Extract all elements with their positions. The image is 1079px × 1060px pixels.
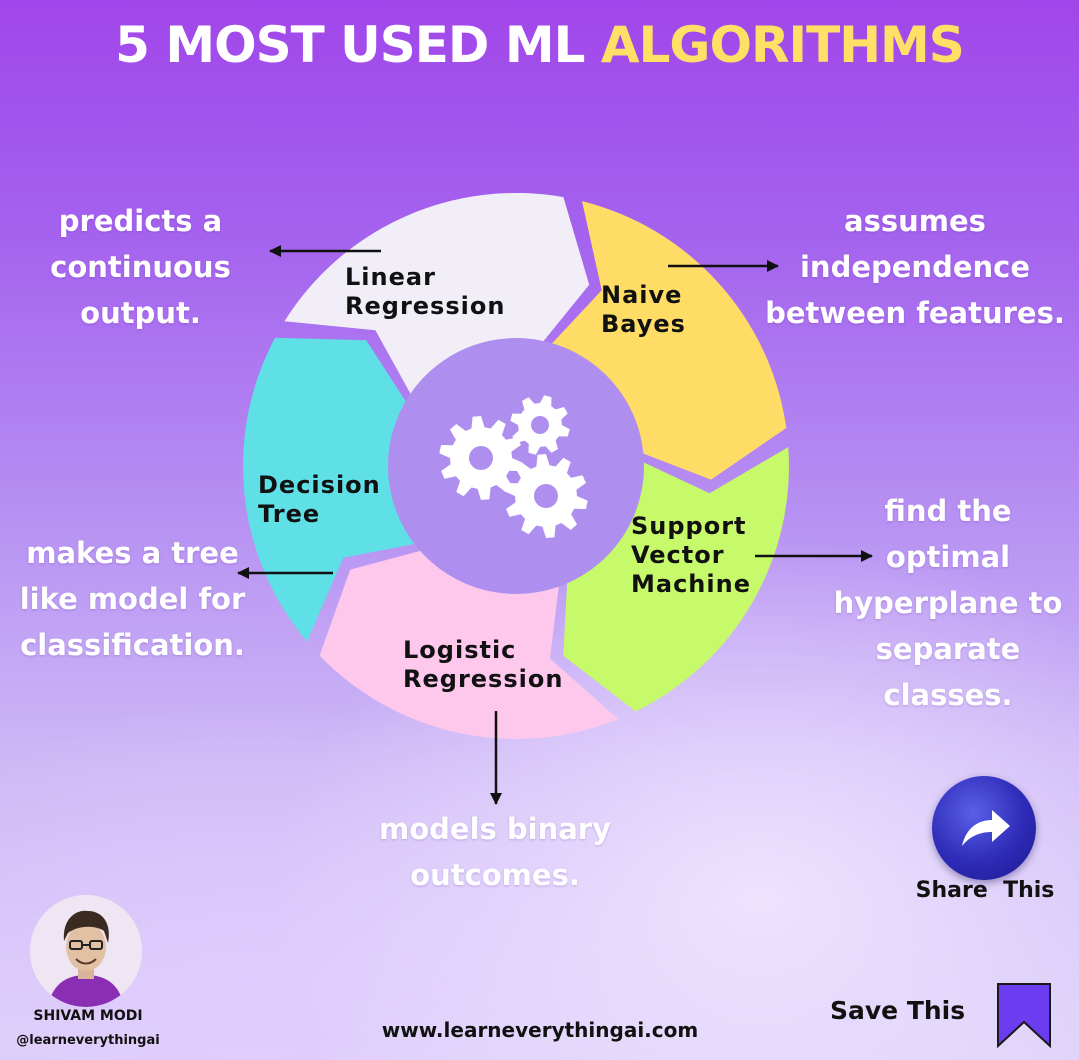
bookmark-icon[interactable] bbox=[996, 982, 1052, 1048]
description-support-vector-machine: find the optimal hyperplane to separate … bbox=[833, 494, 1063, 712]
title-part-1: 5 MOST USED ML bbox=[115, 16, 585, 74]
segment-label-logistic-regression: Logistic Regression bbox=[403, 636, 564, 693]
segment-naive-bayes bbox=[544, 201, 787, 480]
segment-linear-regression bbox=[284, 192, 590, 404]
author-handle: @learneverythingai bbox=[16, 1033, 160, 1048]
description-decision-tree: makes a tree like model for classificati… bbox=[19, 536, 246, 662]
segment-label-decision-tree: Decision Tree bbox=[258, 471, 381, 528]
segment-label-support-vector-machine: Support Vector Machine bbox=[631, 512, 751, 598]
segment-label-linear-regression: Linear Regression bbox=[345, 263, 506, 320]
save-label: Save This bbox=[830, 996, 966, 1025]
segment-support-vector-machine bbox=[563, 447, 789, 712]
gear-shape bbox=[439, 416, 523, 500]
share-button[interactable] bbox=[932, 776, 1036, 880]
share-arrow-icon bbox=[962, 810, 1010, 846]
author-portrait-icon bbox=[30, 895, 142, 1007]
gear-shape bbox=[510, 395, 570, 455]
page-title: 5 MOST USED ML ALGORITHMS bbox=[0, 10, 1079, 80]
share-label: Share This bbox=[915, 878, 1055, 903]
segment-decision-tree bbox=[243, 337, 426, 642]
description-naive-bayes: assumes independence between features. bbox=[765, 204, 1065, 330]
description-logistic-regression: models binary outcomes. bbox=[379, 812, 611, 892]
description-linear-regression: predicts a continuous output. bbox=[50, 204, 231, 330]
title-part-2: ALGORITHMS bbox=[600, 16, 965, 74]
segment-logistic-regression bbox=[319, 548, 619, 739]
avatar bbox=[30, 895, 142, 1007]
website-link[interactable]: www.learneverythingai.com bbox=[381, 1018, 699, 1042]
segment-label-naive-bayes: Naive Bayes bbox=[601, 281, 686, 338]
gears-icon bbox=[439, 395, 588, 538]
author-name: SHIVAM MODI bbox=[33, 1008, 143, 1024]
gear-shape bbox=[504, 454, 588, 538]
